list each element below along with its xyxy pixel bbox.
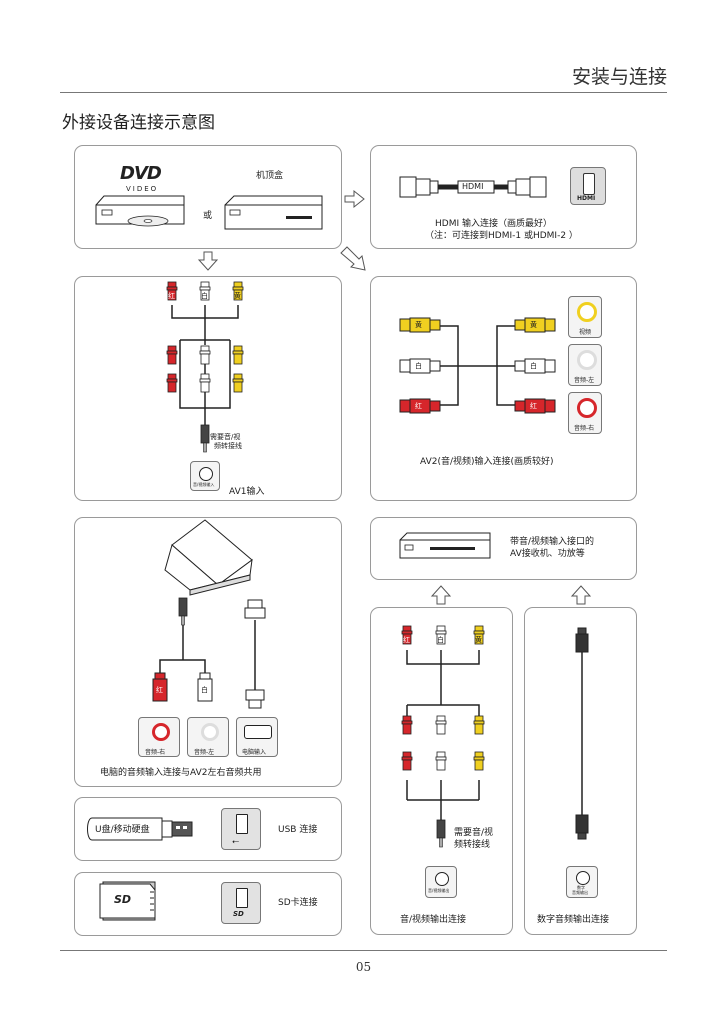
av-out-port: 音/视频输出 [425, 866, 457, 898]
footer-rule [60, 950, 667, 951]
av-out-plug-label-red: 红 [403, 636, 410, 644]
av2-plugs [399, 317, 556, 414]
pc-port-audio-left: 音频-左 [187, 717, 229, 757]
av2-port-video: 视频 [568, 296, 602, 338]
av-out-adapter-note-2: 频转接线 [454, 840, 491, 850]
av2-plug-label-yellow-l: 黄 [415, 321, 422, 329]
hdmi-cable-label: HDMI [462, 182, 484, 191]
sd-card-logo: SD [114, 893, 132, 906]
sd-port-logo: SD [233, 910, 244, 918]
av-out-mid-plugs [401, 715, 485, 771]
sd-caption: SD卡连接 [278, 898, 318, 908]
pc-jack-plug [178, 597, 188, 626]
av2-cable-drawing [440, 325, 515, 406]
receiver-caption-2: AV接收机、功放等 [510, 549, 585, 559]
av-out-port-label: 音/视频输出 [428, 888, 450, 893]
arrow-right-to-hdmi [344, 189, 365, 209]
pc-audio-plugs [152, 672, 213, 702]
dvd-player-icon [95, 195, 185, 227]
av1-jack-plug [200, 424, 210, 453]
pc-plug-label-red: 红 [156, 686, 163, 694]
or-label: 或 [203, 211, 213, 221]
arrow-up-av-out [431, 585, 451, 605]
av2-caption: AV2(音/视频)输入连接(画质较好) [420, 457, 554, 467]
section-title: 外接设备连接示意图 [62, 113, 215, 133]
digital-port-label-2: 音频输出 [572, 890, 588, 895]
av1-plug-label-yellow: 黄 [234, 292, 241, 300]
av2-plug-label-red-l: 红 [415, 402, 422, 410]
digital-out-port: 数字 音频输出 [566, 866, 598, 898]
hdmi-cable-icon [399, 176, 547, 198]
page-number: 05 [355, 960, 372, 974]
av2-port-label-right: 音频-右 [574, 425, 595, 432]
av1-cable-drawing [171, 305, 239, 425]
receiver-icon [399, 532, 491, 559]
hdmi-caption-2: （注：可连接到HDMI-1 或HDMI-2 ） [425, 231, 578, 241]
av1-plug-label-red: 红 [168, 292, 175, 300]
av-out-caption: 音/视频输出连接 [400, 915, 467, 925]
av1-adapter-note-2: 频转接线 [214, 442, 242, 450]
av2-plug-label-white-l: 白 [415, 362, 422, 370]
pc-port-vga: 电脑输入 [236, 717, 278, 757]
pc-port-audio-right: 音频-右 [138, 717, 180, 757]
av-out-cable-drawing [406, 650, 480, 825]
laptop-icon [164, 519, 253, 596]
av1-input-port: 音/视频输入 [190, 461, 220, 491]
pc-port-label-vga: 电脑输入 [242, 749, 267, 756]
dvd-logo: DVD [120, 163, 162, 184]
receiver-caption-1: 带音/视频输入接口的 [510, 537, 595, 547]
digital-port-label-1: 数字 [577, 885, 585, 890]
av1-adapter-note-1: 需要音/视 [210, 433, 241, 441]
arrow-up-digital [571, 585, 591, 605]
header-rule [60, 92, 667, 93]
pc-port-label-right: 音频-右 [145, 749, 166, 756]
av2-port-audio-left: 音频-左 [568, 344, 602, 386]
vga-plug-icon [244, 599, 266, 709]
digital-out-caption: 数字音频输出连接 [537, 915, 610, 925]
hdmi-port-label: HDMI [577, 195, 596, 202]
sd-card-icon [99, 881, 156, 921]
av2-port-label-video: 视频 [579, 329, 592, 336]
usb-caption: USB 连接 [278, 825, 318, 835]
av2-plug-label-white-r: 白 [530, 362, 537, 370]
av1-port-label: 音/视频输入 [193, 482, 215, 487]
av-out-adapter-note-1: 需要音/视 [454, 828, 494, 838]
arrow-diag-to-av2 [340, 246, 366, 271]
usb-drive-icon [87, 817, 193, 841]
dvd-logo-sub: VIDEO [126, 185, 159, 193]
usb-symbol-icon: ⭠ [232, 837, 240, 847]
arrow-down-to-av1 [198, 251, 218, 271]
pc-caption: 电脑的音频输入连接与AV2左右音频共用 [100, 768, 262, 778]
av1-caption: AV1输入 [229, 487, 265, 497]
av2-port-audio-right: 音频-右 [568, 392, 602, 434]
av2-port-label-left: 音频-左 [574, 377, 595, 384]
hdmi-caption-1: HDMI 输入连接（画质最好） [435, 219, 552, 229]
pc-port-label-left: 音频-左 [194, 749, 215, 756]
av-out-plug-label-yellow: 黄 [475, 636, 482, 644]
av1-plug-label-white: 白 [201, 292, 208, 300]
av2-plug-label-red-r: 红 [530, 402, 537, 410]
chapter-title: 安装与连接 [571, 66, 667, 88]
stb-label: 机顶盒 [256, 171, 284, 181]
sd-port-icon: SD [221, 882, 261, 924]
digital-cable-drawing [575, 627, 589, 840]
pc-plug-label-white: 白 [201, 686, 208, 694]
hdmi-port-icon: HDMI [570, 167, 606, 205]
usb-port-icon: ⭠ [221, 808, 261, 850]
usb-drive-label: U盘/移动硬盘 [95, 825, 150, 835]
set-top-box-icon [224, 195, 323, 230]
av-out-jack-plug [436, 819, 446, 848]
av2-plug-label-yellow-r: 黄 [530, 321, 537, 329]
av-out-plug-label-white: 白 [437, 636, 444, 644]
